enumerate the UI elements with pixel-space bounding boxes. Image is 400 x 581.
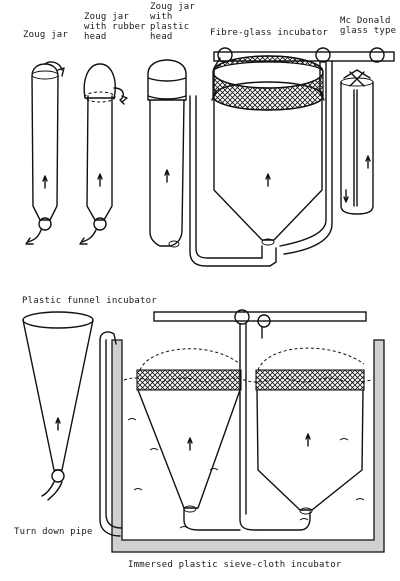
label-fibre-glass-incubator: Fibre-glass incubator: [210, 28, 328, 38]
label-zoug-jar-rubber-head: Zoug jar with rubber head: [84, 12, 146, 42]
fibre-glass-incubator: [211, 55, 325, 246]
zoug-jar: [25, 61, 65, 245]
mcdonald-glass-jar: [340, 69, 374, 215]
zoug-jar-plastic-head: [147, 59, 187, 248]
label-mcdonald-glass-type: Mc Donald glass type: [340, 16, 397, 36]
label-zoug-jar-plastic-head: Zoug jar with plastic head: [150, 2, 195, 42]
plastic-funnel-incubator: [22, 311, 94, 501]
zoug-jar-rubber-head: [79, 63, 128, 245]
top-outlet-pipe: [189, 95, 277, 267]
label-plastic-funnel-incubator: Plastic funnel incubator: [22, 296, 157, 306]
label-zoug-jar: Zoug jar: [23, 30, 68, 40]
immersed-sieve-cloth-incubator: [99, 309, 385, 553]
label-turn-down-pipe: Turn down pipe: [14, 527, 93, 537]
label-immersed-sieve-cloth-incubator: Immersed plastic sieve-cloth incubator: [128, 560, 342, 570]
